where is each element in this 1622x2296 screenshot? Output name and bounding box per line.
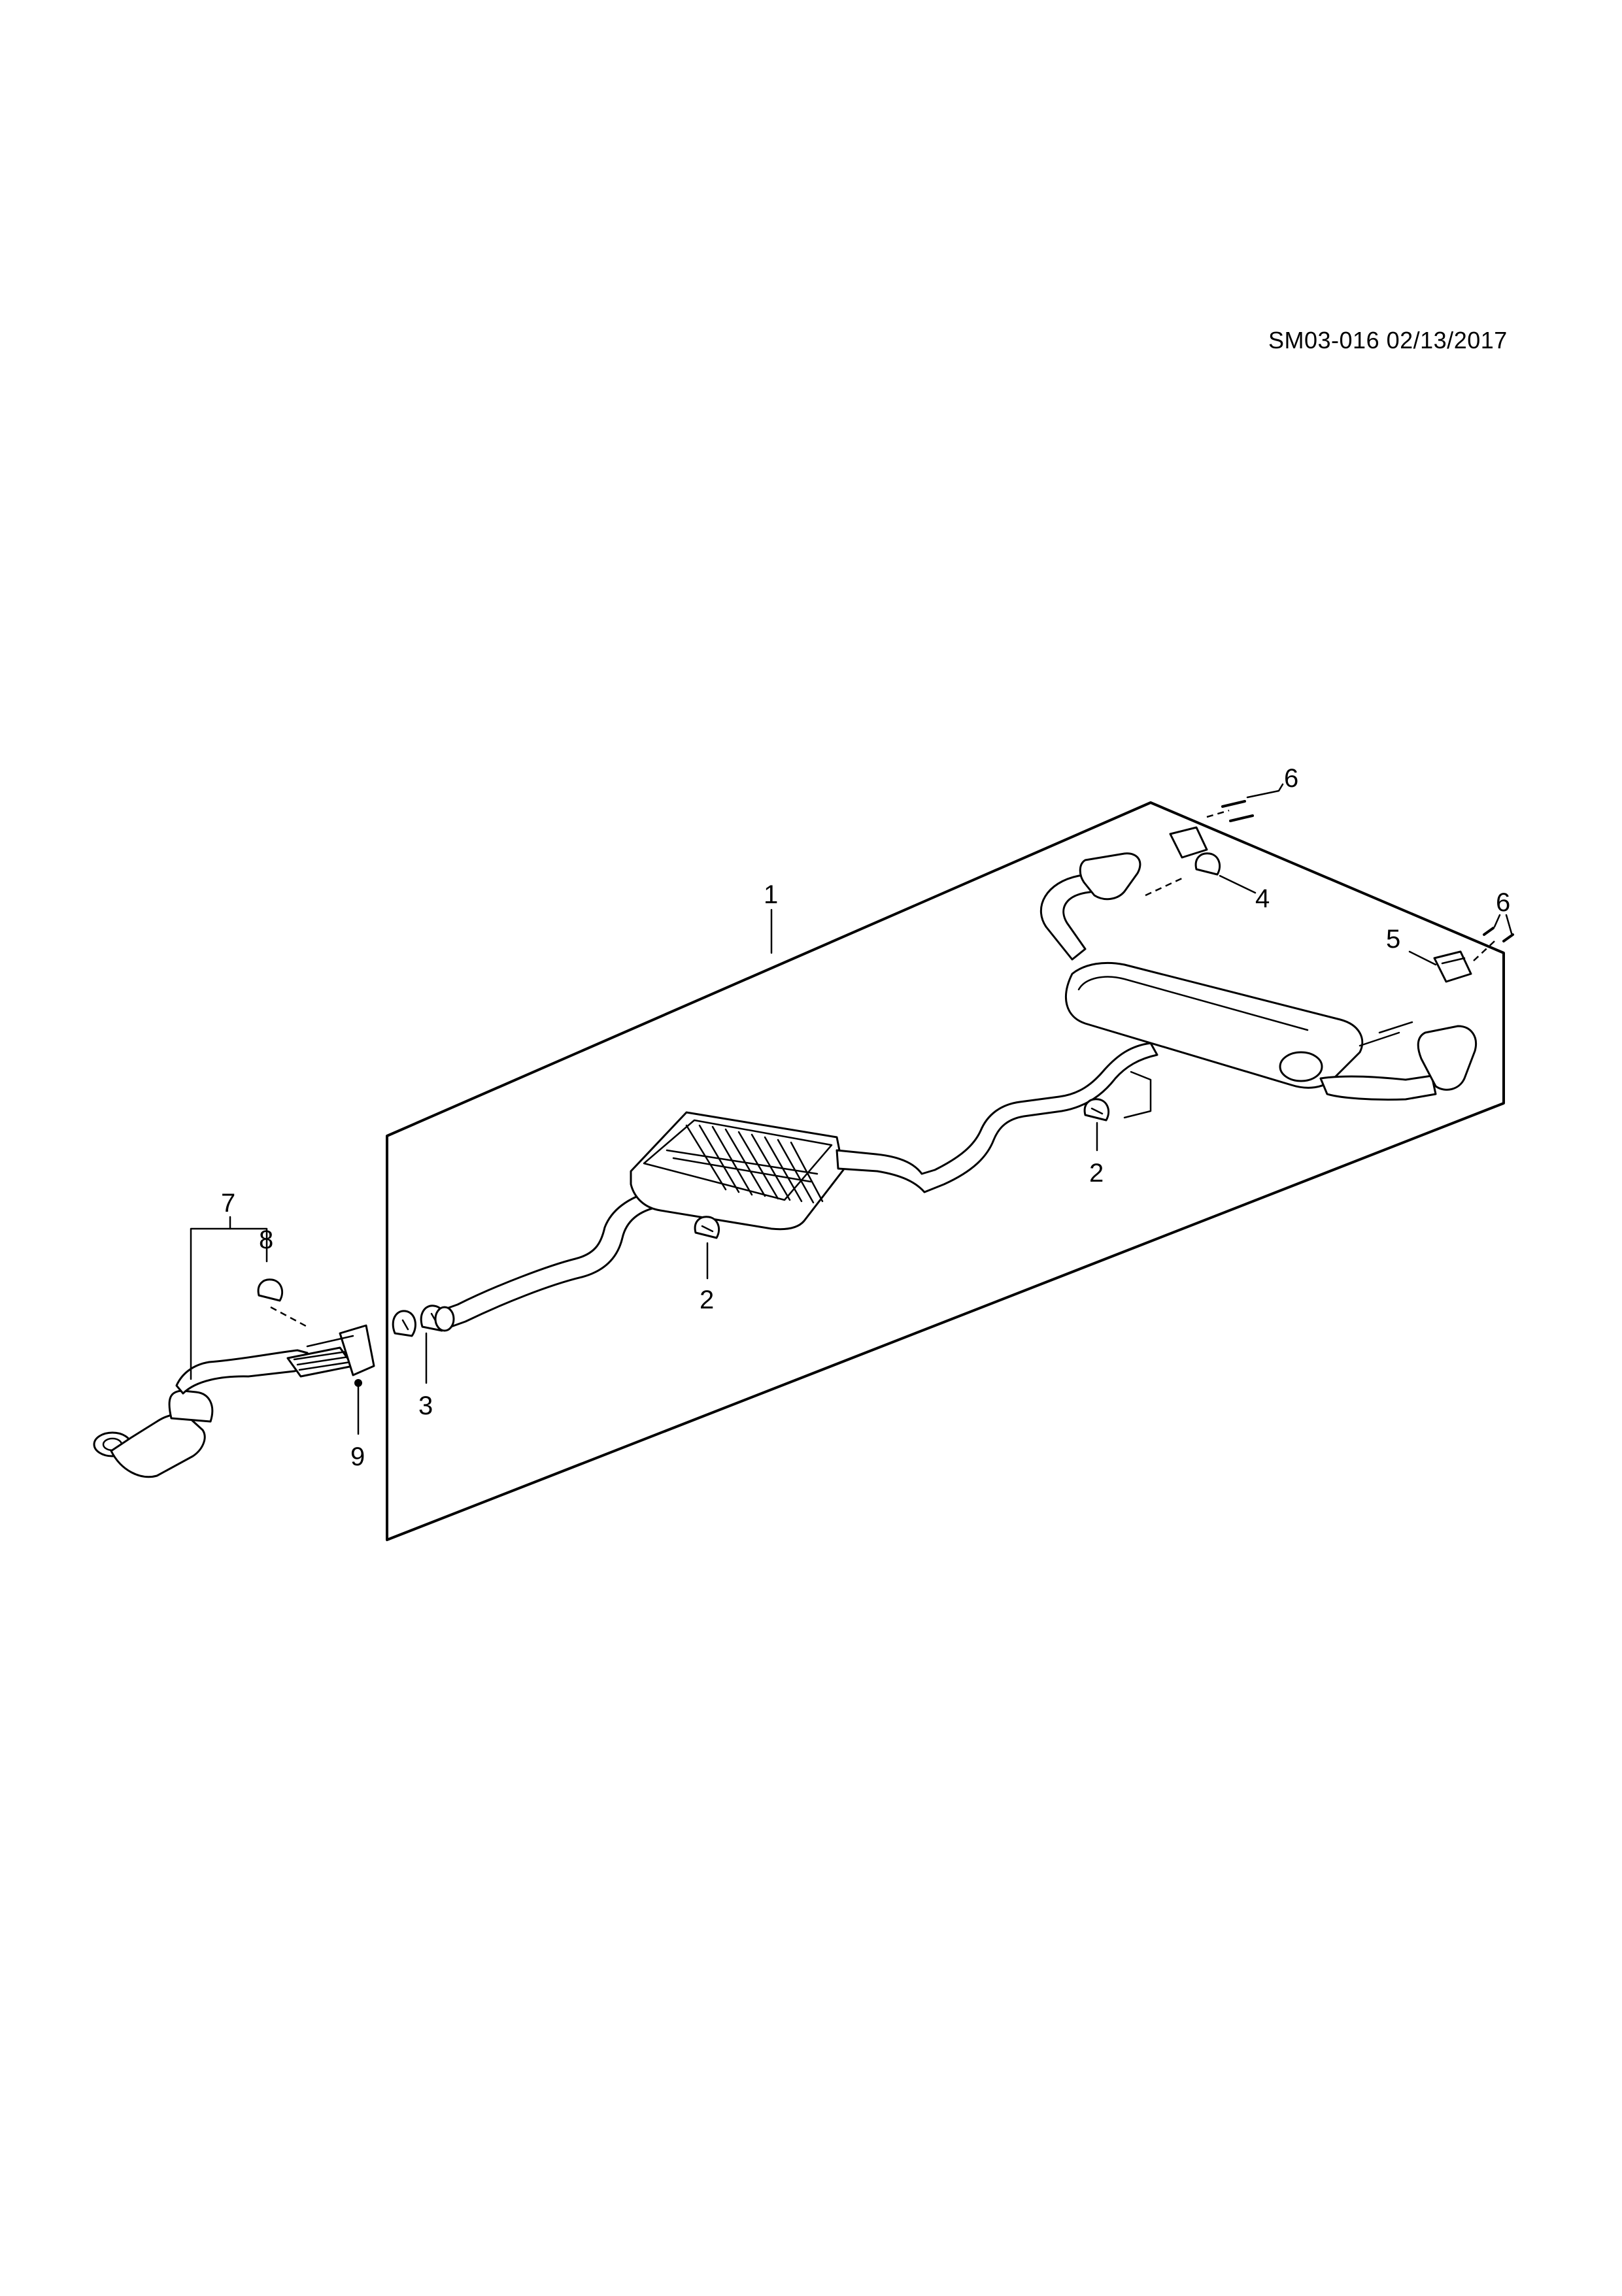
hanger-rubber-rear [1083,1098,1109,1122]
callout-9: 9 [350,1442,365,1471]
drawing-id-label: SM03-016 02/13/2017 [1268,327,1508,354]
bolts-6-right [1483,927,1514,942]
front-pipe-catalytic-converter [93,1324,375,1478]
bracket-top [1169,826,1208,859]
bolts-6-top [1221,800,1254,822]
callout-2-front: 2 [700,1286,714,1314]
hanger-rubber-4 [1194,852,1221,876]
callout-4: 4 [1255,884,1270,913]
front-muffler [630,1111,845,1231]
bolt-9 [354,1379,362,1387]
callout-6-right: 6 [1496,888,1510,917]
callout-8: 8 [259,1225,273,1254]
nut-8 [257,1278,283,1302]
mid-pipe [836,1042,1158,1193]
bracket-5 [1433,950,1472,983]
callout-5: 5 [1386,925,1400,954]
callout-7: 7 [221,1189,235,1218]
callout-3: 3 [418,1391,433,1420]
assembly-frame [386,801,1505,1541]
callout-2-rear: 2 [1089,1159,1104,1188]
rear-muffler [1039,852,1477,1101]
hanger-rubber-front [694,1216,720,1239]
callout-6-top: 6 [1284,764,1298,793]
callout-1: 1 [764,880,778,909]
leader-lines [190,783,1513,1435]
